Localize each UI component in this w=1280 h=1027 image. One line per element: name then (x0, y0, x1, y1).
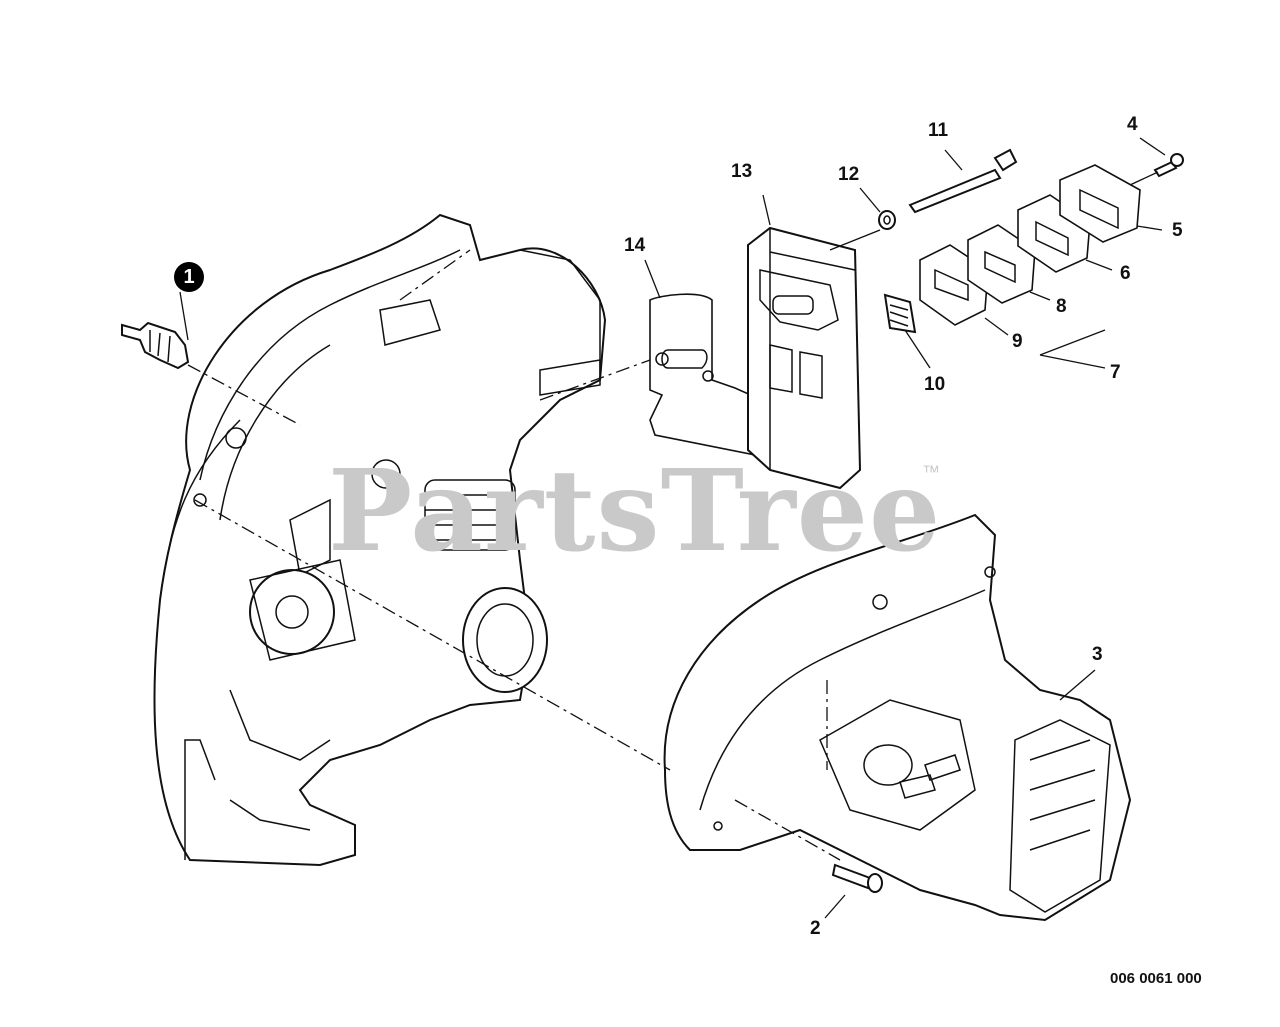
part-label-5: 5 (1172, 220, 1183, 241)
centerlines (194, 249, 841, 861)
part-label-10: 10 (924, 374, 946, 395)
washer-12 (859, 187, 896, 230)
part-label-4: 4 (1127, 114, 1138, 135)
screw-4 (1129, 137, 1184, 186)
part-label-9: 9 (1012, 331, 1023, 352)
engine-housing (153, 213, 607, 867)
bolt-11 (908, 148, 1018, 214)
muffler-13 (747, 194, 881, 490)
part-label-13: 13 (731, 161, 753, 182)
diagram-code: 006 0061 000 (1110, 970, 1202, 987)
part-label-6: 6 (1120, 263, 1131, 284)
callout-badge-1: 1 (174, 262, 204, 292)
spark-plug (121, 291, 301, 426)
part-label-12: 12 (838, 164, 860, 185)
part-label-2: 2 (810, 918, 821, 939)
watermark: PartsTree (328, 446, 942, 577)
trademark-symbol: ™ (922, 462, 940, 482)
part-label-11: 11 (928, 120, 949, 141)
plate-5 (1059, 164, 1163, 243)
bolt-2 (824, 863, 883, 919)
part-label-8: 8 (1056, 296, 1067, 317)
part-label-14: 14 (624, 235, 646, 256)
part-label-7: 7 (1110, 362, 1121, 383)
bracket-7 (1039, 329, 1106, 369)
part-label-3: 3 (1092, 644, 1103, 665)
cover-3 (663, 513, 1132, 922)
screen-10 (883, 293, 931, 369)
